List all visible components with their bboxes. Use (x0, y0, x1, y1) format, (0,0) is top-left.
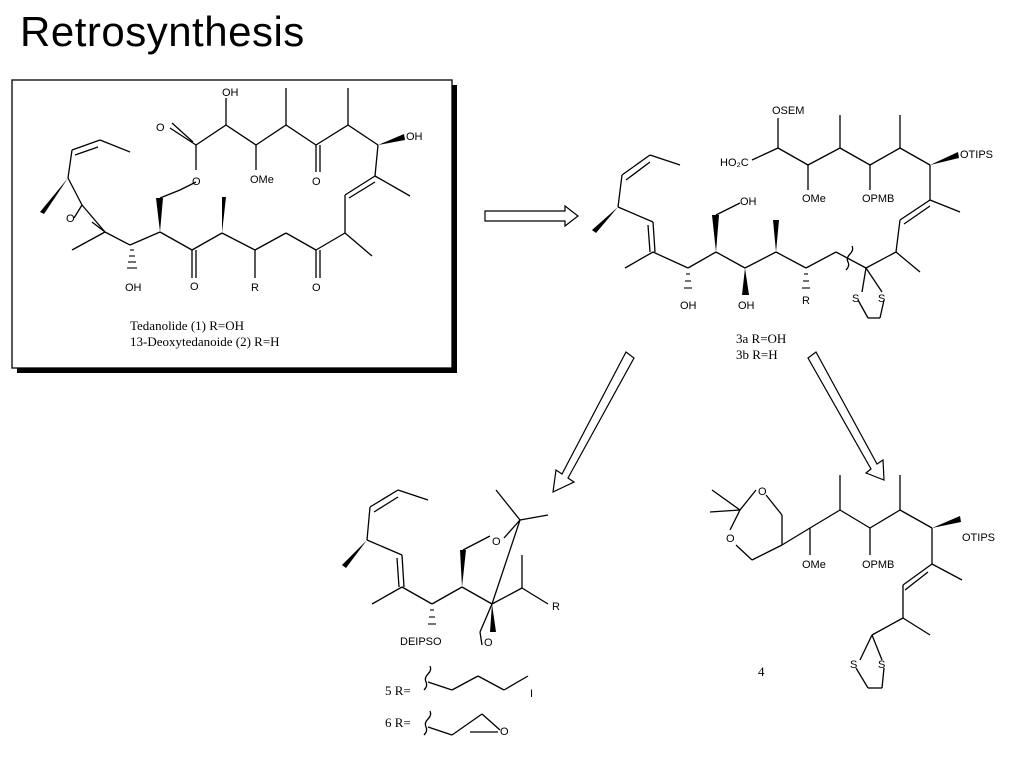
hash-deipso (428, 609, 436, 625)
fragment-left-deipso: DEIPSO (400, 636, 442, 648)
tedanolide-ketone-3: O (312, 282, 321, 294)
tedanolide-epoxide-o: O (66, 213, 75, 225)
fragment-left-o-bottom: O (484, 637, 493, 649)
fragment-right-s1: S (850, 659, 857, 671)
tedanolide-structure (40, 88, 411, 278)
slide-title: Retrosynthesis (20, 8, 305, 55)
seco-ho2c: HO₂C (720, 157, 749, 169)
tedanolide-oh-bottom: OH (125, 282, 142, 294)
fragment-right-number: 4 (758, 664, 765, 679)
seco-acid-structure (592, 115, 961, 319)
seco-oh-ch2: OH (740, 196, 757, 208)
tedanolide-oh-top: OH (222, 87, 239, 99)
tedanolide-ketone-1: O (190, 281, 199, 293)
seco-s2: S (878, 293, 885, 305)
seco-caption-2: 3b R=H (736, 347, 778, 362)
fragment-left-r: R (552, 601, 560, 613)
tedanolide-caption-2: 13-Deoxytedanoide (2) R=H (130, 334, 280, 349)
legend-6-label: 6 R= (385, 715, 411, 730)
tedanolide-ome: OMe (250, 174, 274, 186)
fragment-right-o1: O (758, 486, 767, 498)
fragment-right-opmb: OPMB (862, 559, 894, 571)
fragment-left-structure (342, 489, 549, 646)
hash-oh-bottom (127, 249, 137, 269)
hash-seco-oh-1 (684, 273, 692, 289)
seco-oh-1: OH (680, 300, 697, 312)
legend-6-substituent (423, 710, 501, 736)
legend-5-label: 5 R= (385, 683, 411, 698)
seco-r: R (802, 295, 810, 307)
seco-otips: OTIPS (960, 149, 993, 161)
tedanolide-ester-o: O (156, 122, 165, 134)
seco-oh-2: OH (738, 300, 755, 312)
seco-s1: S (852, 293, 859, 305)
fragment-left-o-top: O (492, 536, 501, 548)
seco-opmb: OPMB (862, 193, 894, 205)
retro-arrow-down-left (552, 351, 635, 494)
retro-arrow-down-right (807, 351, 885, 481)
legend-5-substituent (423, 665, 529, 691)
retro-arrow-right (484, 204, 579, 228)
legend-5-iodide: I (530, 688, 533, 700)
fragment-right-ome: OMe (802, 559, 826, 571)
tedanolide-oh-right: OH (406, 131, 423, 143)
tedanolide-caption-1: Tedanolide (1) R=OH (130, 318, 244, 333)
seco-osem: OSEM (772, 105, 804, 117)
seco-ome: OMe (802, 193, 826, 205)
fragment-right-s2: S (878, 659, 885, 671)
fragment-right-o2: O (726, 533, 735, 545)
hash-seco-r (802, 273, 810, 289)
seco-caption-1: 3a R=OH (736, 331, 786, 346)
tedanolide-r: R (251, 282, 259, 294)
legend-6-epoxide-o: O (500, 726, 509, 738)
tedanolide-ring-o: O (192, 176, 201, 188)
tedanolide-ketone-2: O (312, 176, 321, 188)
fragment-right-structure (709, 475, 963, 689)
fragment-right-otips: OTIPS (962, 532, 995, 544)
